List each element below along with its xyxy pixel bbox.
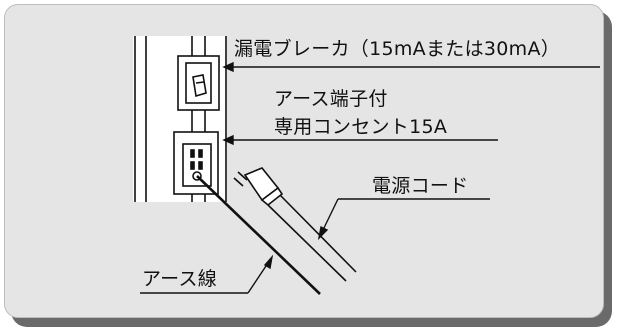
outlet-label-line2: 専用コンセント15A	[274, 116, 448, 138]
conduit	[191, 36, 206, 202]
earth-wire-label: アース線	[142, 268, 218, 290]
power-cord	[267, 194, 357, 282]
outlet-label-line1: アース端子付	[274, 88, 388, 110]
power-cord-label: 電源コード	[372, 175, 469, 197]
earth-wire	[196, 175, 321, 295]
leader-lines	[140, 61, 600, 294]
frame-panel	[4, 4, 604, 318]
breaker-switch-icon	[177, 55, 220, 111]
grounded-outlet-icon	[173, 131, 219, 195]
power-plug-icon	[233, 167, 284, 207]
breaker-label: 漏電ブレーカ（15mAまたは30mA）	[234, 38, 561, 60]
